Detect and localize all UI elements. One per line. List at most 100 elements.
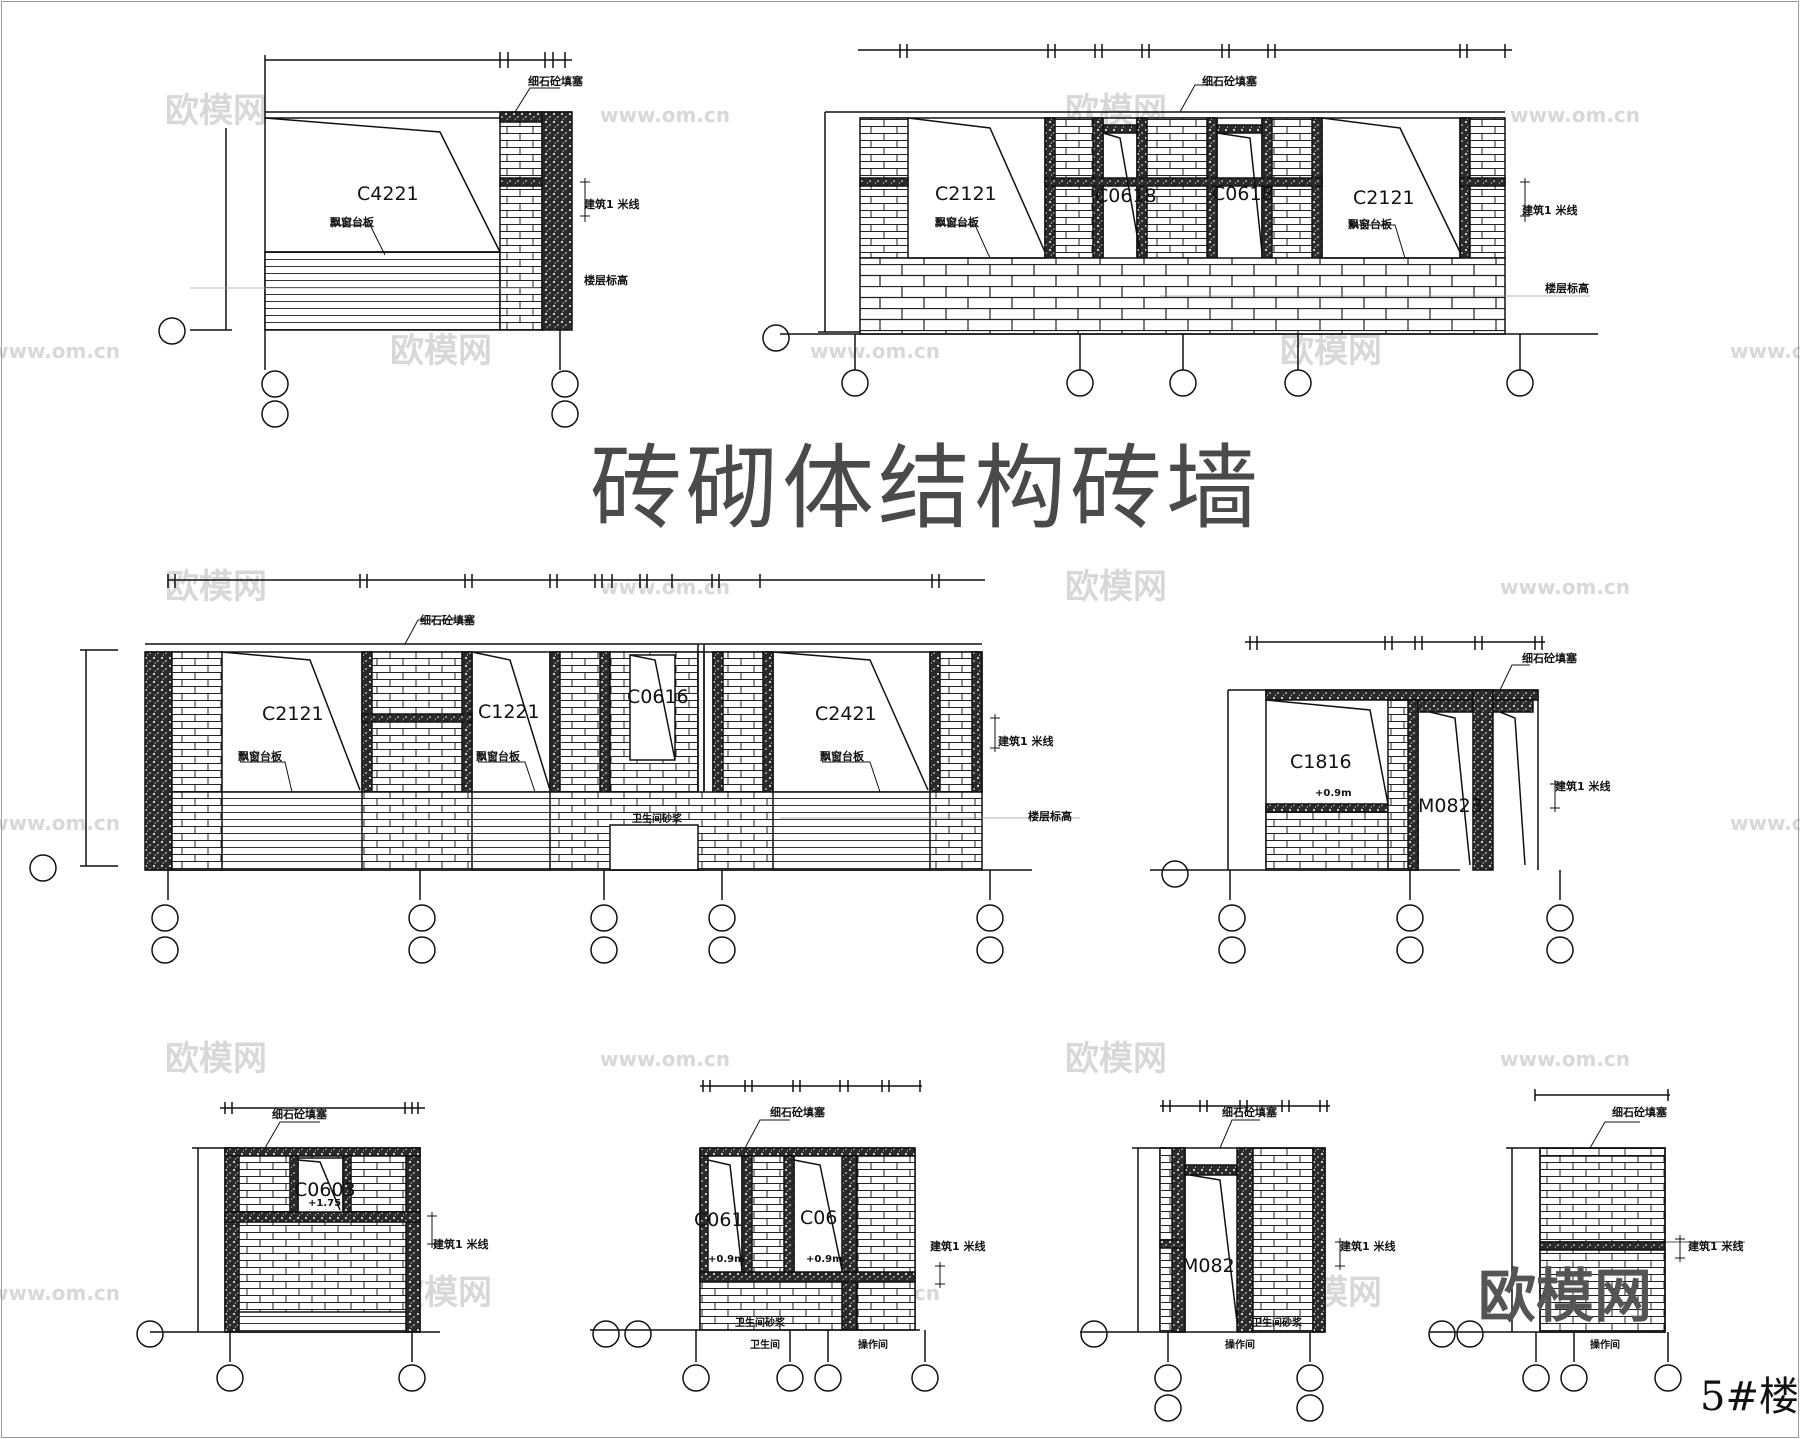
watermark-text: 欧模网 <box>1280 331 1382 371</box>
infill-note: 细石砼填塞 <box>420 613 476 627</box>
floor-level-note: 楼层标高 <box>1545 281 1589 295</box>
watermark-url: www.om.cn <box>1500 575 1630 599</box>
axis-bubble <box>1296 1394 1324 1422</box>
window-code: C2121 <box>1353 187 1415 209</box>
axis-bubble <box>1080 1320 1108 1348</box>
arch-line-note: 建筑1 米线 <box>1522 203 1577 217</box>
axis-bubble <box>776 1364 804 1392</box>
level-mark: +0.9m <box>806 1254 843 1265</box>
sill-note: 飘窗台板 <box>330 215 375 229</box>
drawing-title: 砖砌体结构砖墙 <box>590 435 1262 542</box>
door-code: M0823 <box>1418 795 1483 817</box>
arch-line-note: 建筑1 米线 <box>1555 779 1610 793</box>
brick-wall <box>1539 1147 1666 1243</box>
axis-bubble <box>1654 1364 1682 1392</box>
axis-bubble <box>1296 1364 1324 1392</box>
level-mark: +1.75 <box>308 1198 341 1209</box>
axis-bubble <box>136 1320 164 1348</box>
axis-bubble <box>1218 904 1246 932</box>
infill-note: 细石砼填塞 <box>1612 1105 1668 1119</box>
window-code: C1816 <box>1290 751 1352 773</box>
operation-note: 操作间 <box>858 1338 888 1351</box>
sill-note: 飘窗台板 <box>820 749 865 763</box>
watermark-text: 欧模网 <box>1065 567 1167 607</box>
watermark-url: www.om.cn <box>1730 811 1800 835</box>
infill-note: 细石砼填塞 <box>1222 1105 1278 1119</box>
elevation-5 <box>136 1102 440 1392</box>
infill-note: 细石砼填塞 <box>1202 74 1258 88</box>
axis-bubble <box>976 936 1004 964</box>
window-code: C0616 <box>627 686 689 708</box>
axis-bubble <box>911 1364 939 1392</box>
watermark-url: www.om.cn <box>600 1047 730 1071</box>
toilet-sand-note: 卫生间砂浆 <box>632 812 683 825</box>
brick-wall <box>859 117 909 259</box>
axis-bubble <box>682 1364 710 1392</box>
building-number: 5#楼 <box>1700 1374 1799 1420</box>
axis-bubble <box>158 317 186 345</box>
axis-bubble <box>551 400 579 428</box>
axis-bubble <box>151 936 179 964</box>
watermark-text: 欧模网 <box>1065 1039 1167 1079</box>
watermark-url: www.om.cn <box>0 339 120 363</box>
axis-bubble <box>1066 369 1094 397</box>
concrete-column <box>541 111 573 331</box>
axis-bubble <box>1154 1394 1182 1422</box>
toilet-note: 卫生间 <box>750 1338 780 1351</box>
infill-note: 细石砼填塞 <box>272 1107 328 1121</box>
sill-note: 飘窗台板 <box>935 215 980 229</box>
window-code: C06 <box>800 1207 837 1229</box>
axis-bubble <box>216 1364 244 1392</box>
watermark-text: 欧模网 <box>165 91 267 131</box>
axis-bubble <box>624 1320 652 1348</box>
watermarks: 欧模网 www.om.cn 欧模网 www.om.cn www.om.cn 欧模… <box>0 91 1800 1313</box>
axis-bubble <box>590 936 618 964</box>
sill-note: 飘窗台板 <box>476 749 521 763</box>
level-mark: +0.9m <box>708 1254 745 1265</box>
floor-level-note: 楼层标高 <box>1028 809 1072 823</box>
operation-note: 操作间 <box>1590 1338 1620 1351</box>
door-code: M082 <box>1182 1255 1235 1277</box>
axis-bubble <box>261 400 289 428</box>
elevation-3 <box>29 574 1080 964</box>
axis-bubble <box>1161 860 1189 888</box>
axis-bubble <box>1284 369 1312 397</box>
watermark-url: www.om.cn <box>810 339 940 363</box>
floor-level-note: 楼层标高 <box>584 273 628 287</box>
axis-bubble <box>592 1320 620 1348</box>
arch-line-note: 建筑1 米线 <box>930 1239 985 1253</box>
window-code: C0603 <box>294 1179 356 1201</box>
window-code: C4221 <box>357 183 419 205</box>
brick-wall <box>856 1155 916 1281</box>
window-code: C1221 <box>478 701 540 723</box>
axis-bubble <box>976 904 1004 932</box>
window-code: C0618 <box>1212 183 1274 205</box>
watermark-text: 欧模网 <box>165 567 267 607</box>
sill-note: 飘窗台板 <box>1348 217 1393 231</box>
axis-bubble <box>708 936 736 964</box>
watermark-url: www.om.cn <box>0 811 120 835</box>
watermark-url: www.om.cn <box>600 103 730 127</box>
axis-bubble <box>1456 1320 1484 1348</box>
arch-line-note: 建筑1 米线 <box>1688 1239 1743 1253</box>
axis-bubble <box>590 904 618 932</box>
sill-hatch <box>264 251 501 331</box>
operation-note: 操作间 <box>1225 1338 1255 1351</box>
axis-bubble <box>1522 1364 1550 1392</box>
window-code: C061 <box>694 1209 744 1231</box>
axis-bubble <box>1154 1364 1182 1392</box>
watermark-text: 欧模网 <box>390 331 492 371</box>
axis-bubble <box>408 904 436 932</box>
axis-bubble <box>1428 1320 1456 1348</box>
axis-bubble <box>1506 369 1534 397</box>
elevation-2 <box>762 44 1598 397</box>
level-mark: +0.9m <box>1315 788 1352 799</box>
axis-bubble <box>151 904 179 932</box>
infill-note: 细石砼填塞 <box>770 1105 826 1119</box>
arch-line-note: 建筑1 米线 <box>1340 1239 1395 1253</box>
axis-bubble <box>551 370 579 398</box>
axis-bubble <box>261 370 289 398</box>
axis-bubble <box>1396 936 1424 964</box>
